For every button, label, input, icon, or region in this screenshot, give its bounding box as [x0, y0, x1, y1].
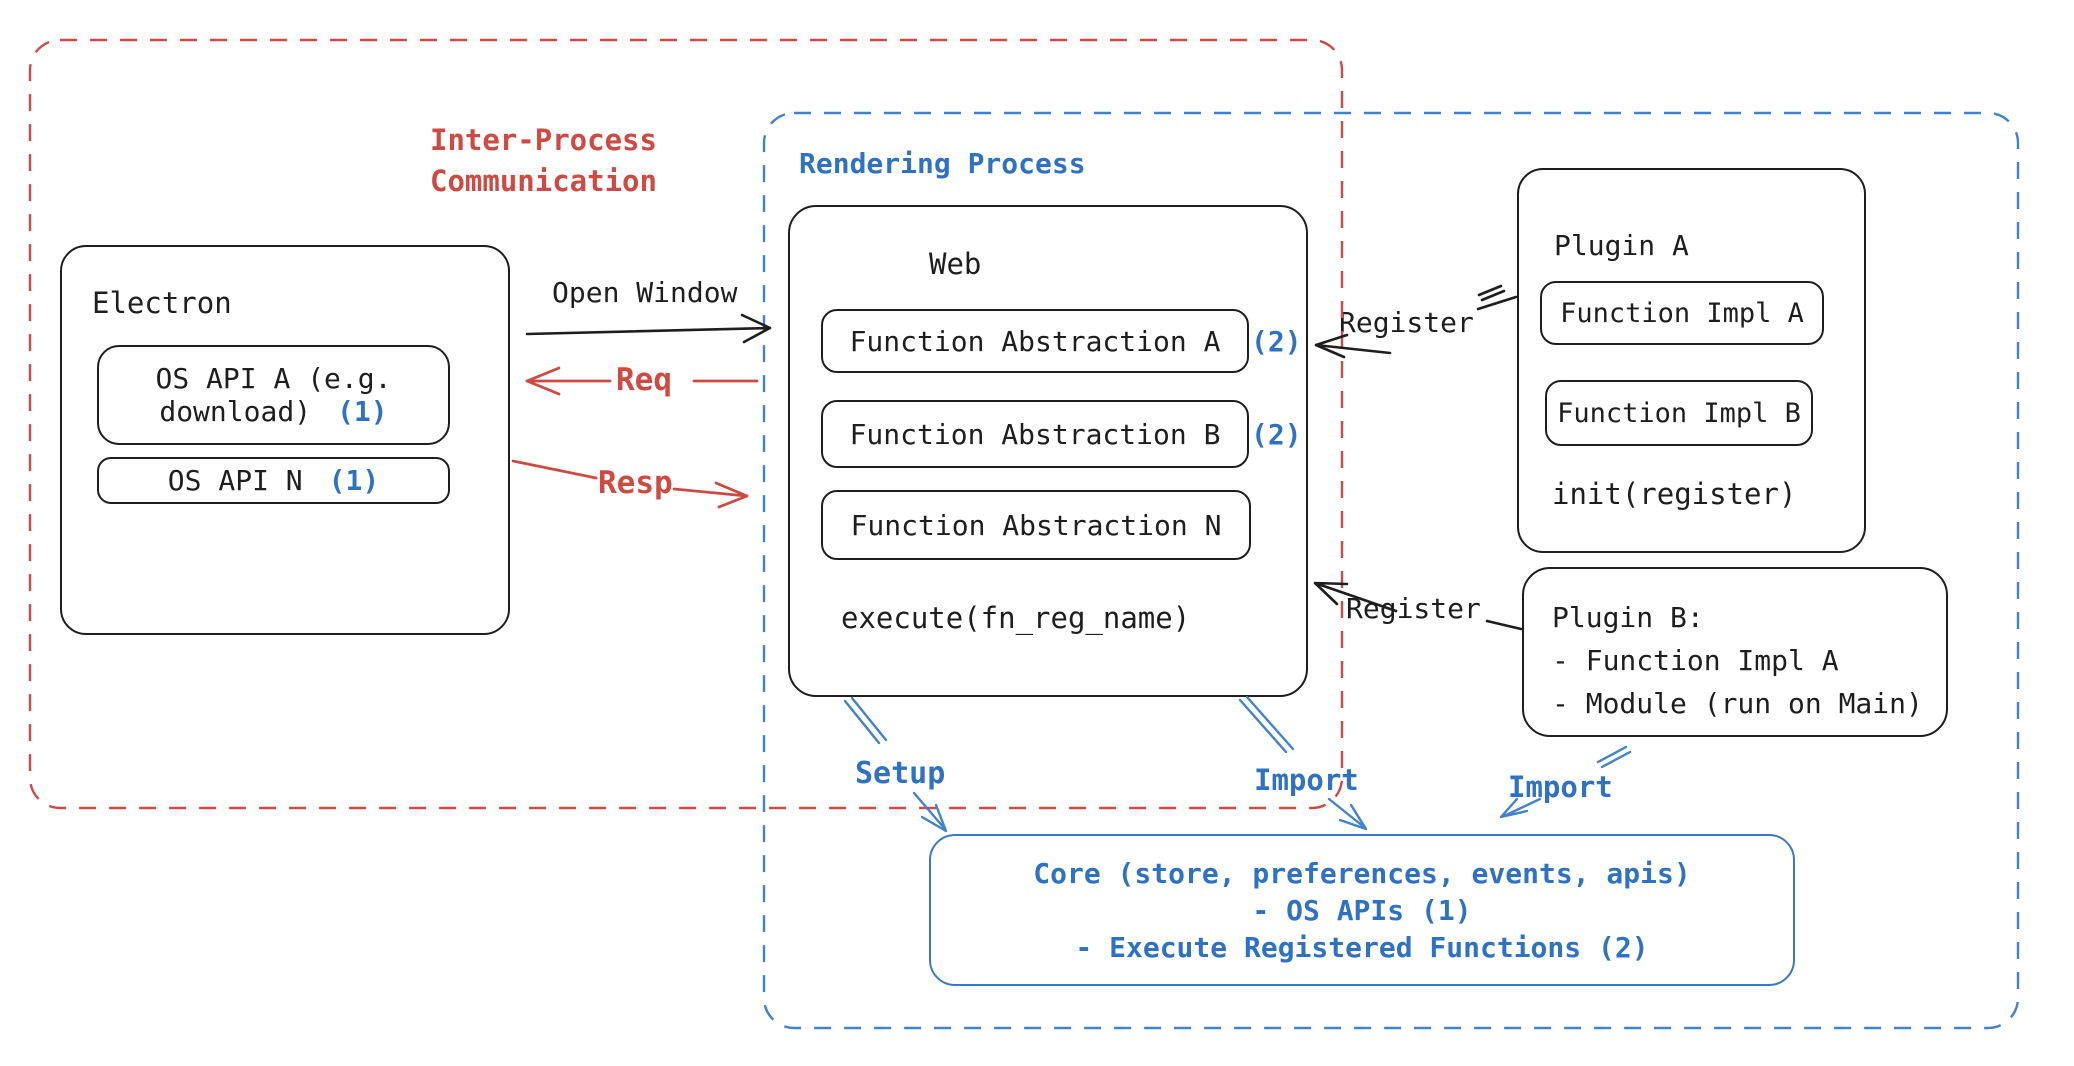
os-api-n-note: (1) [328, 464, 380, 497]
function-impl-b-box: Function Impl B [1545, 380, 1813, 446]
function-abstraction-b-box: Function Abstraction B [821, 400, 1249, 468]
plugin-b-text: Plugin B: - Function Impl A - Module (ru… [1552, 601, 1923, 720]
rendering-process-title: Rendering Process [799, 147, 1086, 180]
import-web-arrow [1327, 797, 1368, 831]
open-window-label: Open Window [552, 276, 738, 309]
import-plugin-b-link [1596, 745, 1632, 769]
os-api-a-line2: download) (1) [159, 395, 388, 428]
function-abstraction-n-box: Function Abstraction N [821, 490, 1251, 560]
plugin-a-footer: init(register) [1552, 477, 1797, 511]
open-window-arrow [525, 313, 772, 344]
os-api-a-line1: OS API A (e.g. [155, 362, 392, 395]
ipc-title: Inter-Process Communication [430, 123, 657, 198]
electron-title: Electron [92, 286, 232, 320]
os-api-a-box: OS API A (e.g. download) (1) [97, 345, 450, 445]
os-api-a-note: (1) [337, 395, 388, 428]
req-label: Req [616, 362, 672, 398]
core-box: Core (store, preferences, events, apis)-… [929, 834, 1795, 986]
plugin-a-title: Plugin A [1554, 229, 1689, 262]
function-abstraction-a-note: (2) [1251, 325, 1302, 358]
register-top-label: Register [1339, 306, 1474, 339]
plugin-a-register-link [1476, 284, 1518, 311]
setup-arrow [912, 791, 948, 833]
function-impl-a-box: Function Impl A [1540, 281, 1824, 345]
web-title: Web [929, 247, 982, 281]
function-abstraction-b-note: (2) [1251, 418, 1302, 451]
setup-link [843, 696, 888, 745]
os-api-n-label: OS API N [167, 464, 303, 497]
os-api-n-box: OS API N (1) [97, 457, 450, 504]
import-web-link [1238, 695, 1295, 754]
resp-label: Resp [598, 465, 673, 501]
function-abstraction-a-box: Function Abstraction A [821, 309, 1249, 373]
web-footer: execute(fn_reg_name) [841, 601, 1191, 635]
register-bottom-label: Register [1346, 592, 1481, 625]
setup-label: Setup [855, 756, 946, 791]
plugin-b-register-link [1485, 619, 1523, 631]
import-web-label: Import [1254, 763, 1359, 797]
core-text: Core (store, preferences, events, apis)-… [1033, 856, 1691, 964]
import-plugin-b-label: Import [1508, 770, 1613, 804]
